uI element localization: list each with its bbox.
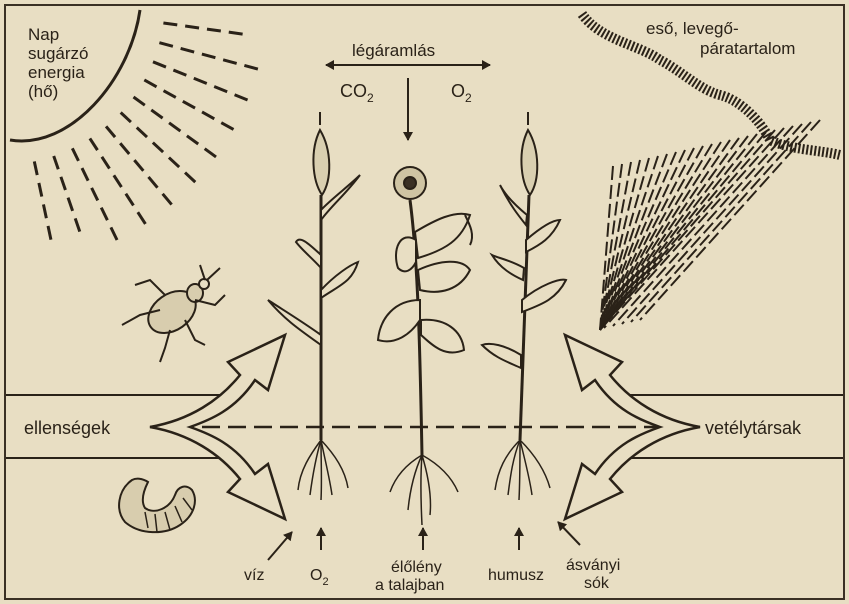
sun-ray — [72, 148, 78, 161]
sun-ray — [163, 23, 177, 25]
sun-ray — [169, 123, 180, 131]
o2-bottom-label: O2 — [310, 567, 329, 588]
sun-ray — [43, 204, 46, 218]
sun-ray — [153, 143, 163, 153]
grub-larva-icon — [119, 479, 195, 532]
sun-ray — [185, 173, 195, 183]
sun-ray — [187, 136, 198, 144]
sun-ray — [121, 113, 131, 123]
sun-ray — [137, 128, 147, 138]
rain-line — [600, 146, 703, 330]
sun-ray — [148, 177, 157, 188]
sun-ray — [75, 218, 80, 231]
sun-ray — [61, 177, 66, 190]
sun-ray — [205, 149, 216, 157]
rain-line — [600, 140, 730, 330]
sun-ray — [39, 183, 42, 197]
sun-ray — [173, 70, 186, 75]
competitors-label: vetélytársak — [705, 418, 802, 438]
sun-ray — [126, 194, 134, 206]
rain-label-line-2: páratartalom — [700, 39, 795, 58]
sun-ray — [48, 226, 51, 240]
sun-ray — [102, 157, 110, 169]
co2-label: CO2 — [340, 81, 374, 105]
poppy-plant-icon — [378, 167, 472, 525]
sun-ray — [207, 29, 221, 31]
sun-ray — [120, 143, 129, 154]
sun-ray — [106, 126, 115, 137]
sun-ray — [68, 198, 73, 211]
beetle-icon — [122, 265, 225, 362]
wheat-plant-left-icon — [268, 112, 360, 500]
water-label: víz — [244, 567, 264, 584]
sun-ray — [90, 138, 98, 150]
sun-ray — [159, 43, 173, 47]
sun-ray — [114, 175, 122, 187]
sun-ray — [101, 208, 107, 221]
sun-ray — [202, 112, 214, 119]
sun-ray — [221, 123, 233, 130]
cloud-icon — [582, 14, 840, 330]
rain-line — [604, 128, 784, 328]
sun-label-line-1: Nap — [28, 25, 59, 44]
sun-ray — [144, 80, 156, 87]
sun-ray — [194, 78, 207, 83]
sun-ray — [235, 95, 248, 100]
o2-top-label: O2 — [451, 81, 472, 105]
sun-ray — [223, 60, 237, 64]
soil-life-label-line-1: élőlény — [391, 559, 442, 576]
rain-line — [600, 156, 658, 330]
sun-ray — [169, 158, 179, 168]
sun-ray — [202, 54, 216, 58]
minerals-label-line-2: sók — [584, 575, 610, 592]
rain-line — [600, 134, 757, 330]
sun-ray — [183, 101, 195, 108]
water-arrow — [268, 532, 292, 560]
sun-ray — [185, 26, 199, 28]
sun-ray — [34, 161, 37, 175]
rain-line — [631, 122, 811, 322]
sun-ray — [54, 156, 59, 169]
airflow-label: légáramlás — [352, 41, 435, 60]
sun-ray — [164, 91, 176, 98]
minerals-label-line-1: ásványi — [566, 557, 620, 574]
sun-label-line-4: (hő) — [28, 82, 58, 101]
sun-ray — [111, 227, 117, 240]
sun-label-line-3: energia — [28, 63, 85, 82]
sun-ray — [214, 87, 227, 92]
sun-ray — [82, 168, 88, 181]
sun-ray — [92, 188, 98, 201]
sun-ray — [229, 32, 243, 34]
wheat-plant-right-icon — [482, 112, 566, 500]
humus-label: humusz — [488, 567, 544, 584]
sun-ray — [244, 65, 258, 69]
rain-line — [600, 142, 721, 330]
soil-life-label-line-2: a talajban — [375, 577, 444, 594]
sun-ray — [163, 194, 172, 205]
minerals-arrow — [558, 522, 580, 545]
sun-ray — [134, 160, 143, 171]
enemies-label: ellenségek — [24, 418, 111, 438]
sun-ray — [151, 110, 162, 118]
sun-ray — [181, 48, 195, 52]
sun-label-line-2: sugárzó — [28, 44, 88, 63]
sun-ray — [133, 97, 144, 105]
sun-ray — [153, 62, 166, 67]
rain-label-line-1: eső, levegő- — [646, 19, 739, 38]
sun-ray — [138, 212, 146, 224]
